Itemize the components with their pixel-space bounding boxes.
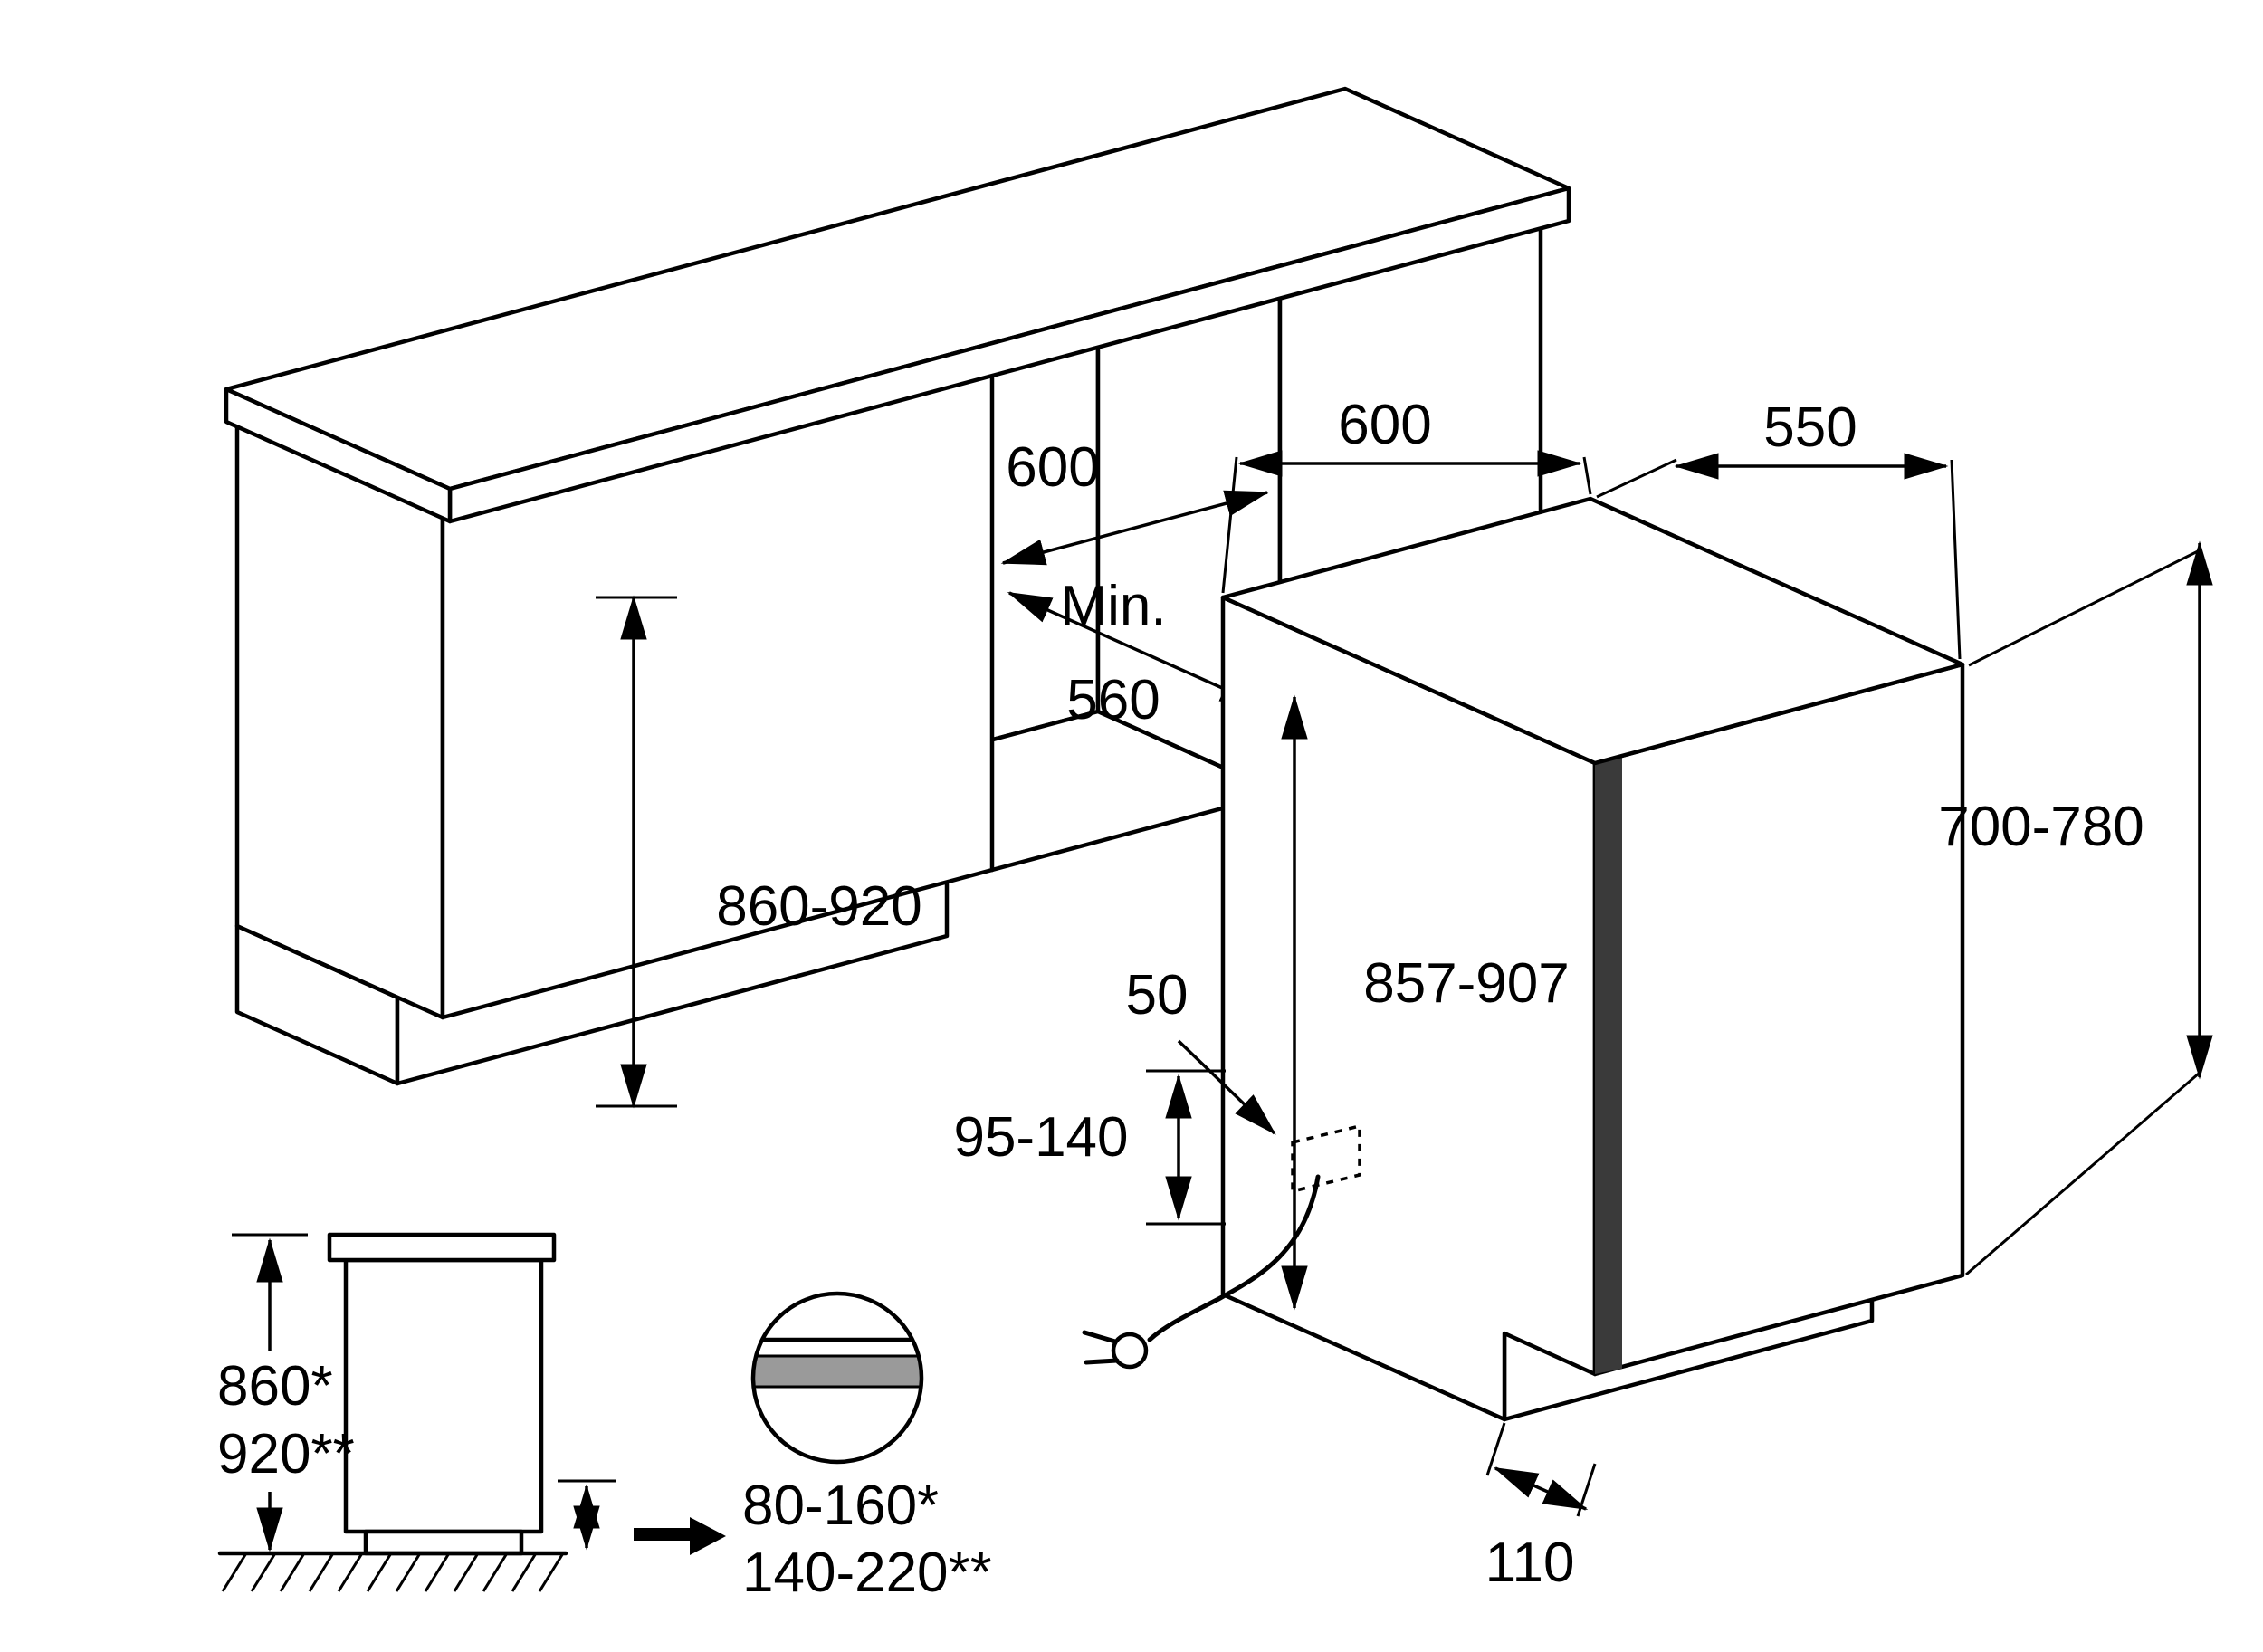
plinth-detail: 80-160* 140-220** [742, 1291, 992, 1604]
detail-pointer-arrow [634, 1517, 726, 1555]
dimension-tick [1965, 1071, 2201, 1276]
floor-hatching [221, 1552, 565, 1592]
elevation-height-label-b: 920** [217, 1423, 355, 1485]
elevation-cabinet [343, 1257, 544, 1534]
plinth-range-label-b: 140-220** [742, 1542, 992, 1604]
dimension-tick [1968, 549, 2201, 667]
dimension-tick [1485, 1422, 1506, 1476]
niche-width-label: 600 [1006, 436, 1099, 499]
counter-height-label: 860-920 [716, 875, 922, 938]
magnifier-circle [750, 1291, 924, 1465]
appliance-width-label: 600 [1338, 394, 1431, 456]
dimension-tick [1596, 458, 1677, 499]
niche-depth-label-line2: 560 [1066, 669, 1160, 731]
dimension-arrow-plinth-recess [1493, 1466, 1589, 1511]
dishwasher: 600 550 700-780 857-907 50 95-140 110 [953, 394, 2213, 1594]
power-plug-icon [1082, 1330, 1149, 1370]
appliance-depth-label: 550 [1763, 396, 1857, 459]
cord-offset-label: 50 [1126, 964, 1189, 1027]
niche-depth-label-line1: Min. [1060, 575, 1166, 637]
dimension-arrow-niche-width [1000, 490, 1270, 566]
plinth-cross-section [753, 1354, 921, 1389]
dimension-tick [1582, 456, 1592, 495]
dimension-arrow-cord-offset [1177, 1039, 1276, 1135]
appliance-top-face [1220, 496, 1965, 766]
worktop-end-edge [224, 387, 453, 524]
side-elevation: 860* 920** [217, 1232, 726, 1592]
elevation-height-label-a: 860* [217, 1355, 333, 1418]
plinth-range-label-a: 80-160* [742, 1475, 939, 1537]
appliance-door-panel [1592, 662, 1965, 1377]
cabinet-end-panel [234, 416, 445, 1020]
elevation-worktop [327, 1232, 557, 1263]
elevation-plinth [363, 1529, 524, 1556]
cord-zone-height-label: 95-140 [953, 1106, 1128, 1169]
door-height-label: 700-780 [1938, 796, 2144, 858]
magnifier-content [753, 1337, 921, 1389]
appliance-height-label: 857-907 [1363, 952, 1570, 1015]
dimension-tick [1221, 456, 1238, 594]
door-edge-strip [1595, 756, 1622, 1374]
dimension-tick [1576, 1463, 1597, 1517]
dimension-arrow-niche-depth [1007, 591, 1265, 708]
plinth-recess-label: 110 [1485, 1532, 1575, 1594]
dimension-tick [1950, 459, 1962, 660]
